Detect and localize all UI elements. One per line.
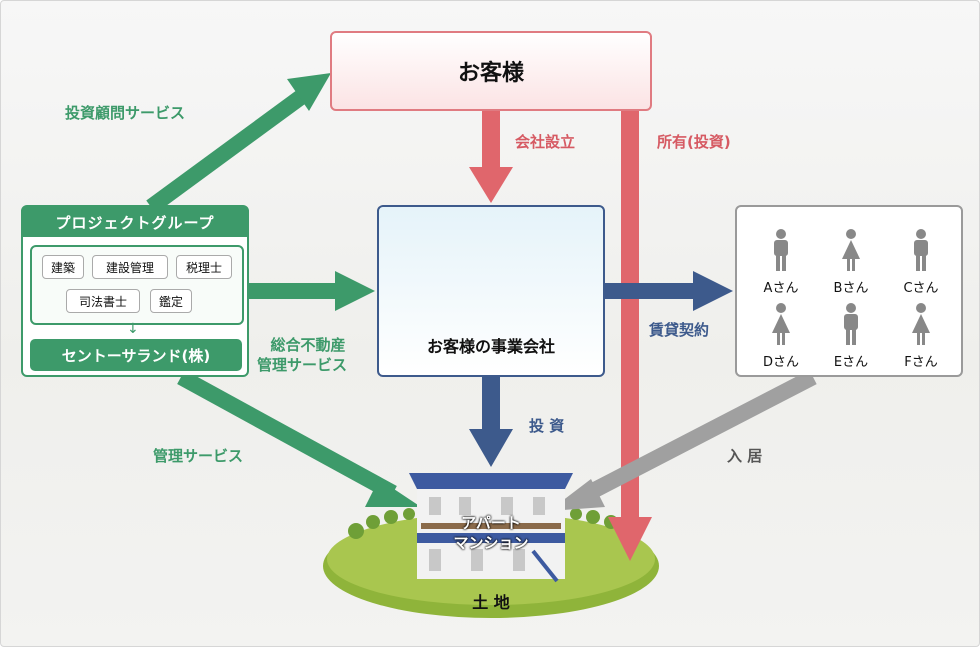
member-tax-accountant: 税理士 bbox=[176, 255, 232, 279]
tenants-box: Aさん Bさん Cさん Dさん Eさん Fさん bbox=[735, 205, 963, 377]
male-person-icon bbox=[914, 229, 928, 271]
label-investment: 投 資 bbox=[529, 417, 565, 435]
male-person-icon bbox=[844, 303, 858, 345]
apartment-building bbox=[409, 473, 573, 583]
member-architecture: 建築 bbox=[42, 255, 84, 279]
label-move-in: 入 居 bbox=[727, 447, 763, 465]
project-group-members: 建築 建設管理 税理士 司法書士 鑑定 bbox=[30, 245, 244, 325]
label-lease: 賃貸契約 bbox=[649, 321, 710, 339]
arrow-move-in bbox=[549, 369, 817, 511]
arrow-ownership bbox=[608, 111, 652, 561]
down-arrow-icon: ↓ bbox=[127, 321, 139, 337]
label-investment-advisory: 投資顧問サービス bbox=[65, 104, 186, 122]
tenant-c-label: Cさん bbox=[903, 281, 939, 296]
tenant-c: Cさん bbox=[891, 229, 951, 296]
tenant-b-label: Bさん bbox=[833, 281, 869, 296]
company-box: お客様の事業会社 bbox=[377, 205, 605, 377]
label-comprehensive-mgmt-line2: 管理サービス bbox=[257, 356, 348, 374]
client-label: お客様 bbox=[457, 61, 524, 86]
female-person-icon bbox=[912, 303, 930, 345]
label-company-setup: 会社設立 bbox=[515, 133, 576, 151]
member-appraisal: 鑑定 bbox=[150, 289, 192, 313]
tenant-b: Bさん bbox=[821, 229, 881, 296]
member-judicial-scrivener: 司法書士 bbox=[66, 289, 140, 313]
building-label-line2: マンション bbox=[453, 534, 529, 552]
tenant-d-label: Dさん bbox=[762, 355, 799, 370]
female-person-icon bbox=[772, 303, 790, 345]
company-label: お客様の事業会社 bbox=[426, 337, 555, 356]
project-group-box: プロジェクトグループ 建築 建設管理 税理士 司法書士 鑑定 ↓ セントーサラン… bbox=[21, 205, 249, 377]
label-management: 管理サービス bbox=[153, 447, 244, 465]
client-box: お客様 bbox=[330, 31, 652, 111]
tenant-f: Fさん bbox=[891, 303, 951, 370]
arrow-comprehensive-mgmt bbox=[249, 271, 375, 311]
project-group-title: プロジェクトグループ bbox=[23, 207, 247, 237]
tenant-e: Eさん bbox=[821, 303, 881, 370]
label-comprehensive-mgmt: 総合不動産 管理サービス bbox=[257, 335, 347, 375]
arrow-lease bbox=[605, 271, 733, 311]
arrow-company-setup bbox=[469, 111, 513, 203]
building-label-line1: アパート bbox=[461, 514, 521, 532]
arrow-investment bbox=[469, 377, 513, 467]
land-label: 土 地 bbox=[472, 593, 510, 612]
label-comprehensive-mgmt-line1: 総合不動産 bbox=[270, 336, 346, 354]
tenant-f-label: Fさん bbox=[904, 355, 938, 370]
tenant-a: Aさん bbox=[751, 229, 811, 296]
tenant-a-label: Aさん bbox=[763, 281, 799, 296]
building-label: アパート マンション bbox=[441, 513, 541, 553]
female-person-icon bbox=[842, 229, 860, 271]
arrow-management bbox=[177, 369, 421, 507]
tenant-e-label: Eさん bbox=[833, 355, 869, 370]
member-construction-mgmt: 建設管理 bbox=[92, 255, 168, 279]
arrow-investment-advisory bbox=[146, 73, 331, 214]
male-person-icon bbox=[774, 229, 788, 271]
label-ownership: 所有(投資) bbox=[657, 133, 731, 151]
tenant-d: Dさん bbox=[751, 303, 811, 370]
lead-company: セントーサランド(株) bbox=[30, 339, 242, 371]
